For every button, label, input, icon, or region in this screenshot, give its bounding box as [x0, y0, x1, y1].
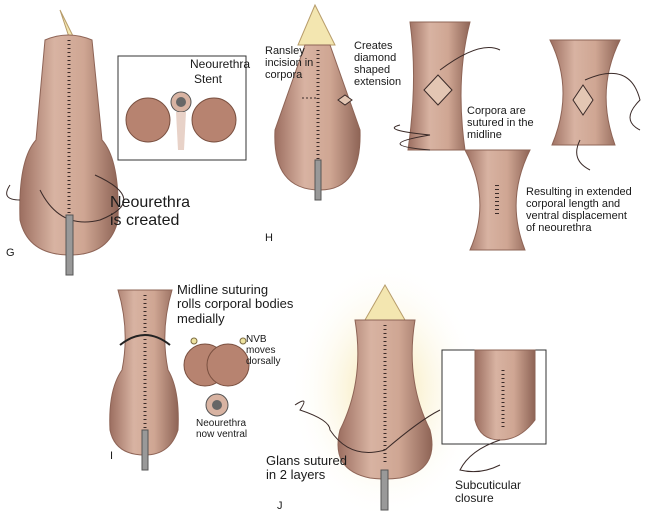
panel-h-corpora-right	[549, 39, 641, 171]
panel-h-organ	[274, 3, 361, 201]
panel-j-organ	[294, 283, 441, 511]
panel-g-organ	[6, 9, 125, 276]
label-corpora-sutured: Corpora are sutured in the midline	[467, 105, 534, 142]
label-glans-sutured: Glans sutured in 2 layers	[266, 453, 347, 483]
label-ransley-incision: Ransley incision in corpora	[265, 45, 314, 82]
inset-label-neourethra: Neourethra	[190, 57, 251, 71]
panel-g-letter: G	[6, 247, 15, 259]
inset-label-stent: Stent	[194, 72, 223, 86]
panel-g-inset	[117, 55, 247, 161]
panel-h-corpora-sutured	[393, 21, 501, 151]
label-diamond-extension: Creates diamond shaped extension	[354, 40, 402, 89]
label-subcuticular-closure: Subcuticular closure	[455, 478, 522, 506]
panel-i-organ	[109, 289, 179, 471]
panel-h-corpora-result	[464, 149, 531, 251]
panel-g-caption: Neourethra is created	[110, 194, 191, 229]
panel-h-letter: H	[265, 232, 273, 244]
label-neourethra-ventral: Neourethra now ventral	[196, 418, 248, 440]
panel-i-letter: I	[110, 450, 114, 462]
label-resulting: Resulting in extended corporal length an…	[526, 186, 632, 235]
label-midline-suturing: Midline suturing rolls corporal bodies m…	[177, 282, 294, 326]
panel-i-cross-section	[183, 337, 250, 417]
label-nvb: NVB moves dorsally	[246, 334, 281, 367]
panel-j-letter: J	[277, 500, 283, 512]
panel-j-inset	[441, 349, 547, 473]
